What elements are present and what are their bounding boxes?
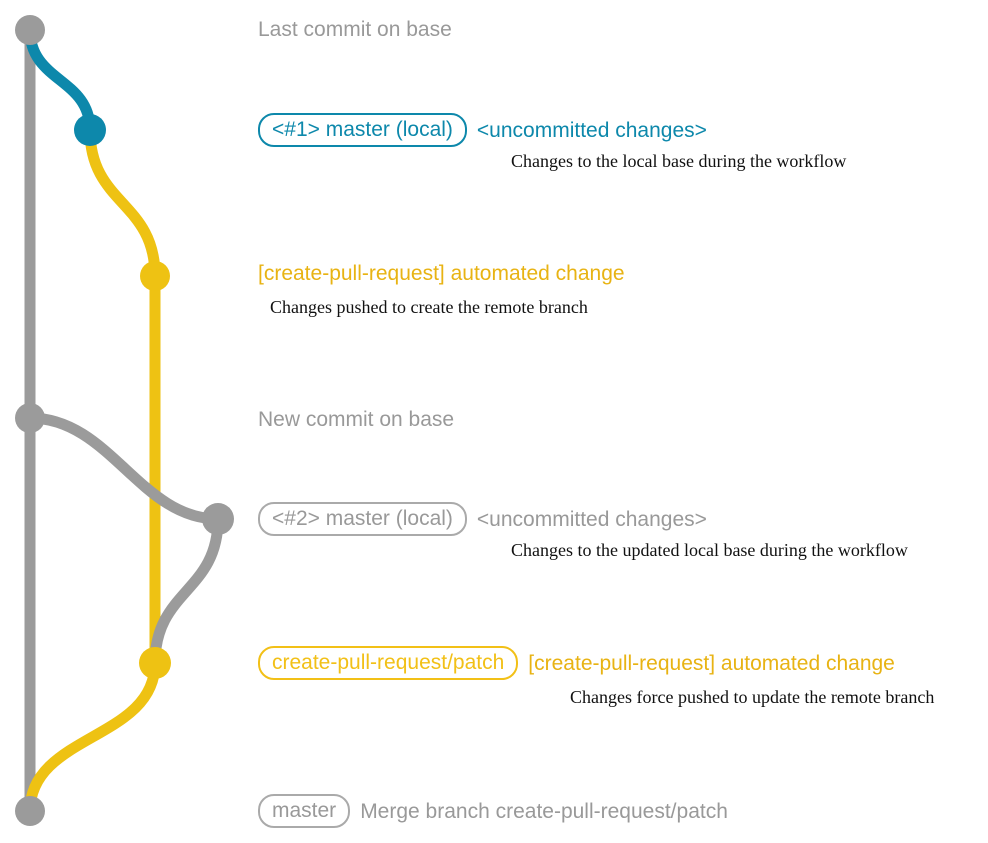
node-base-last[interactable]: [15, 15, 45, 45]
edge-base-to-local1: [24, 24, 96, 136]
graph-edges: [24, 24, 224, 817]
message-uncommitted-changes-2: <uncommitted changes>: [476, 507, 707, 531]
edge-automated2-to-merge: [24, 657, 161, 817]
edge-local2-to-automated2: [149, 513, 224, 669]
badge-master-local-2[interactable]: <#2> master (local): [258, 502, 467, 536]
label-new-commit-on-base: New commit on base: [258, 408, 455, 431]
label-last-commit-on-base: Last commit on base: [258, 18, 452, 41]
description-local-1: Changes to the local base during the wor…: [511, 151, 847, 171]
edge-local1-to-automated1: [84, 124, 161, 282]
row-merge: master Merge branch create-pull-request/…: [258, 794, 728, 828]
message-automated-change-1: [create-pull-request] automated change: [258, 262, 625, 285]
node-local-1[interactable]: [74, 114, 106, 146]
description-automated-1: Changes pushed to create the remote bran…: [270, 297, 588, 317]
node-automated-1[interactable]: [140, 261, 170, 291]
graph-nodes: [15, 15, 234, 826]
row-local-1: <#1> master (local) <uncommitted changes…: [258, 113, 707, 147]
badge-master-local-1[interactable]: <#1> master (local): [258, 113, 467, 147]
message-uncommitted-changes-1: <uncommitted changes>: [476, 118, 707, 142]
node-base-new[interactable]: [15, 403, 45, 433]
message-merge-branch: Merge branch create-pull-request/patch: [360, 799, 728, 823]
badge-create-pull-request-patch[interactable]: create-pull-request/patch: [258, 646, 519, 680]
node-local-2[interactable]: [202, 503, 234, 535]
message-automated-change-2: [create-pull-request] automated change: [528, 651, 895, 675]
edge-basenew-to-local2: [24, 412, 224, 525]
node-automated-2[interactable]: [139, 647, 171, 679]
badge-master[interactable]: master: [258, 794, 351, 828]
description-local-2: Changes to the updated local base during…: [511, 540, 908, 560]
row-automated-2: create-pull-request/patch [create-pull-r…: [258, 646, 895, 680]
row-automated-1: [create-pull-request] automated change: [258, 263, 625, 284]
node-base-merge[interactable]: [15, 796, 45, 826]
description-automated-2: Changes force pushed to update the remot…: [570, 687, 935, 707]
row-local-2: <#2> master (local) <uncommitted changes…: [258, 502, 707, 536]
